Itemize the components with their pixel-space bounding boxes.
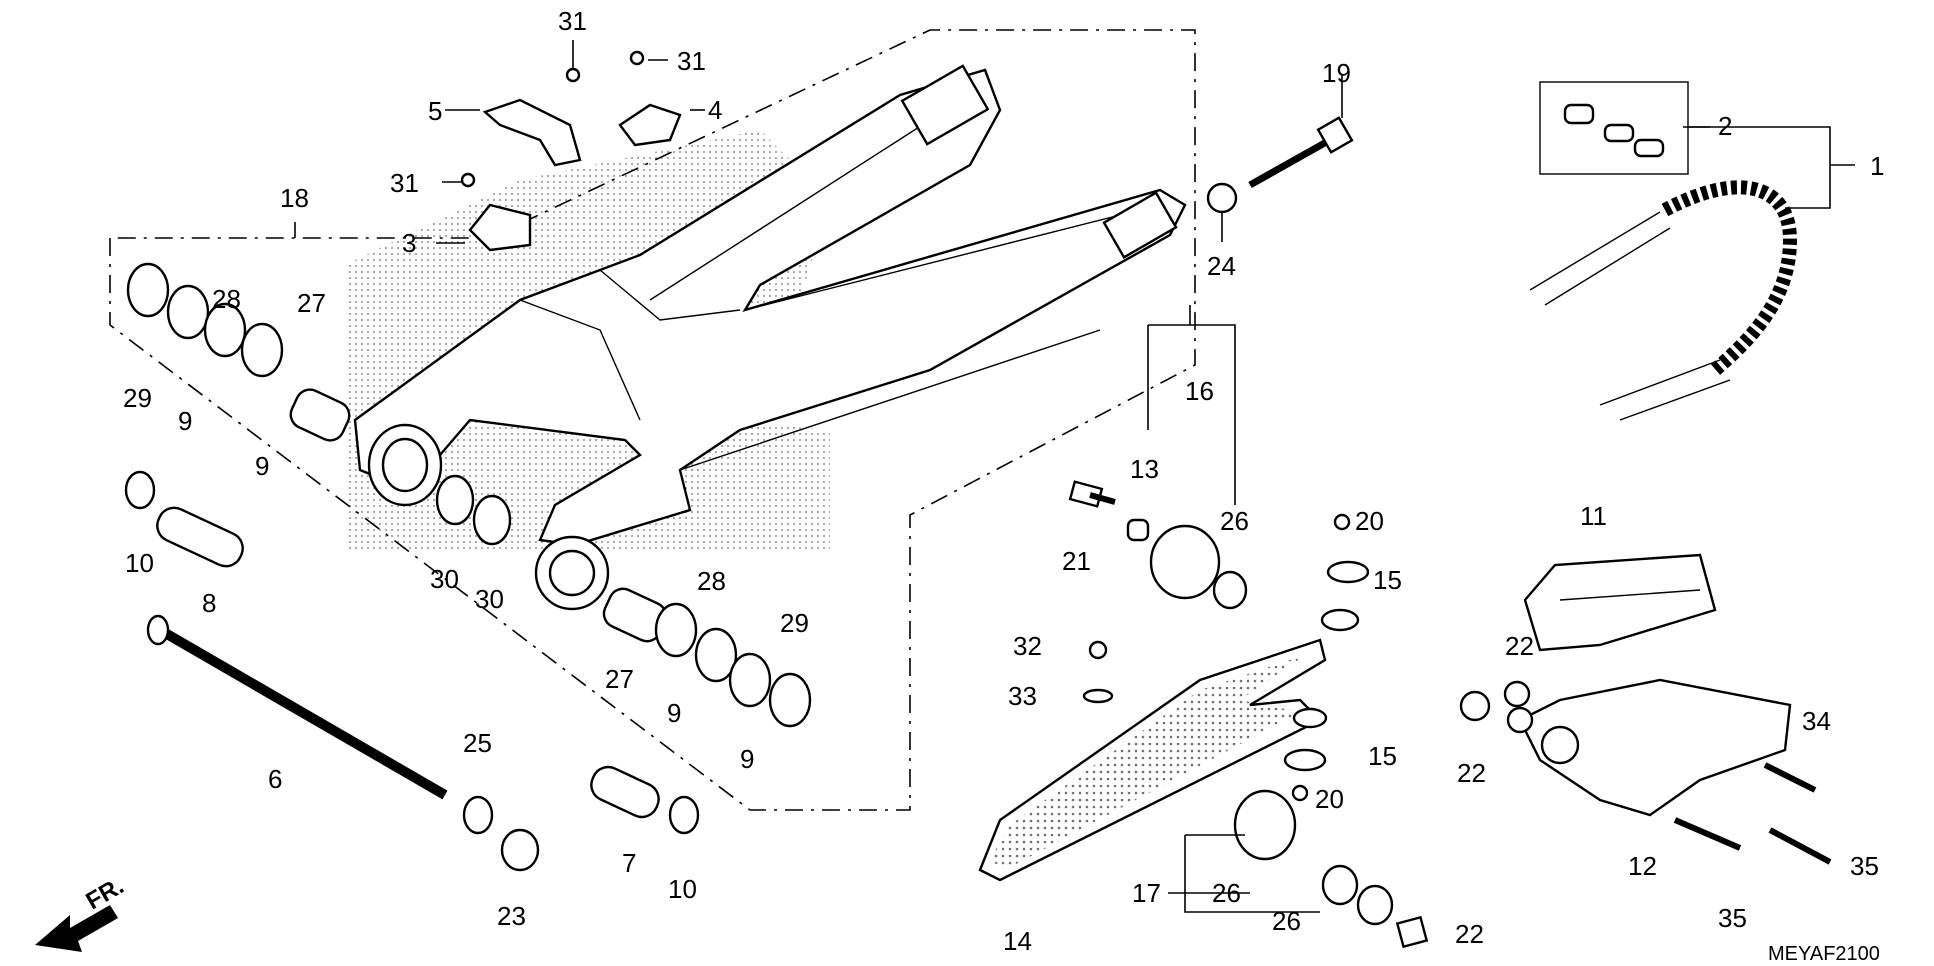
direction-label: FR.: [82, 872, 129, 915]
callout-20a: 20: [1355, 506, 1384, 536]
callout-28a: 28: [212, 284, 241, 314]
front-direction-arrow: [35, 905, 118, 952]
callout-27a: 27: [297, 288, 326, 318]
callout-labels: 1 2 3 4 5 6 7 8 9 9 9 9 10 10 11 12 13 1…: [82, 6, 1885, 965]
chain-guide: [1459, 553, 1832, 865]
callout-10a: 10: [125, 548, 154, 578]
callout-31a: 31: [558, 6, 587, 36]
callout-23: 23: [497, 901, 526, 931]
callout-12: 12: [1628, 851, 1657, 881]
swingarm: [353, 64, 1187, 611]
callout-26c: 26: [1272, 906, 1301, 936]
upper-clamps: [460, 50, 682, 252]
diagram-code: MEYAF2100: [1768, 943, 1880, 965]
pivot-parts: [124, 262, 812, 872]
drive-chain: [1529, 180, 1798, 421]
callout-29b: 29: [780, 608, 809, 638]
callout-33: 33: [1008, 681, 1037, 711]
callout-14: 14: [1003, 926, 1032, 956]
callout-3: 3: [402, 228, 416, 258]
callout-4: 4: [708, 95, 722, 125]
leader-lines: [294, 40, 1855, 913]
callout-22a: 22: [1505, 631, 1534, 661]
callout-30b: 30: [475, 584, 504, 614]
callout-32: 32: [1013, 631, 1042, 661]
chain-rollers: [1068, 480, 1429, 949]
callout-24: 24: [1207, 251, 1236, 281]
callout-18: 18: [280, 183, 309, 213]
callout-9b: 9: [255, 451, 269, 481]
callout-26b: 26: [1212, 878, 1241, 908]
callout-27b: 27: [605, 664, 634, 694]
bolt-19: [1206, 116, 1354, 214]
callout-9d: 9: [740, 744, 754, 774]
callout-15a: 15: [1373, 565, 1402, 595]
callout-17: 17: [1132, 878, 1161, 908]
callout-10b: 10: [668, 874, 697, 904]
callout-21: 21: [1062, 546, 1091, 576]
callout-35a: 35: [1718, 903, 1747, 933]
callout-28b: 28: [697, 566, 726, 596]
callout-29a: 29: [123, 383, 152, 413]
callout-6: 6: [268, 764, 282, 794]
callout-13: 13: [1130, 454, 1159, 484]
callout-31c: 31: [390, 168, 419, 198]
callout-30a: 30: [430, 564, 459, 594]
callout-22b: 22: [1457, 758, 1486, 788]
callout-2: 2: [1718, 111, 1732, 141]
callout-9c: 9: [667, 698, 681, 728]
callout-31b: 31: [677, 46, 706, 76]
callout-9a: 9: [178, 406, 192, 436]
callout-15b: 15: [1368, 741, 1397, 771]
callout-35b: 35: [1850, 851, 1879, 881]
callout-19: 19: [1322, 58, 1351, 88]
callout-22c: 22: [1455, 919, 1484, 949]
callout-11: 11: [1580, 501, 1607, 531]
callout-20b: 20: [1315, 784, 1344, 814]
chain-slider: [978, 608, 1360, 882]
assembly-outline: [109, 29, 1196, 811]
callout-7: 7: [622, 848, 636, 878]
callout-16: 16: [1185, 376, 1214, 406]
callout-1: 1: [1870, 151, 1884, 181]
callout-25: 25: [463, 728, 492, 758]
callout-26a: 26: [1220, 506, 1249, 536]
chain-master-link: [1539, 81, 1689, 175]
callout-5: 5: [428, 96, 442, 126]
callout-34: 34: [1802, 706, 1831, 736]
callout-8: 8: [202, 588, 216, 618]
